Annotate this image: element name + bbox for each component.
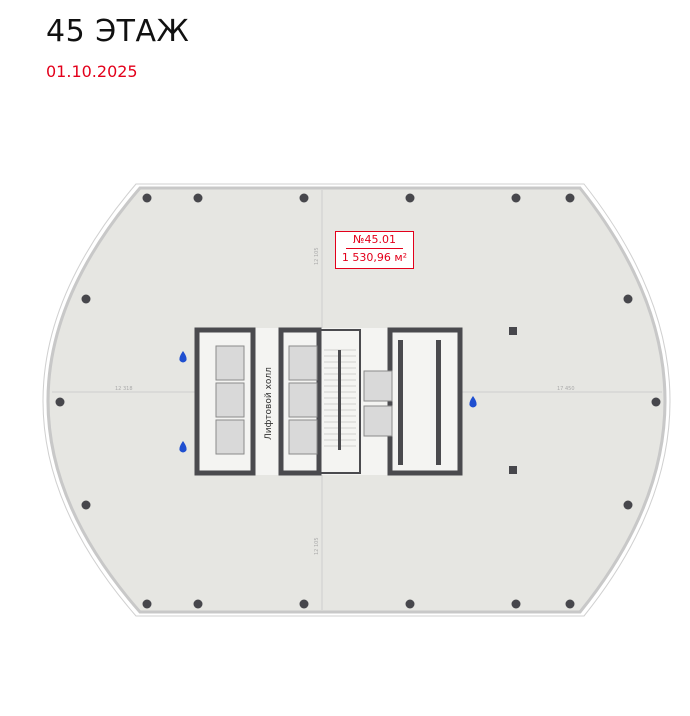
columns bbox=[55, 193, 661, 609]
building-core: Лифтовой холл bbox=[194, 327, 463, 476]
floor-title: 45 ЭТАЖ bbox=[46, 14, 190, 49]
dim-bottom: 12 105 bbox=[314, 538, 320, 556]
dim-right: 17 450 bbox=[557, 386, 575, 392]
plan-date: 01.10.2025 bbox=[46, 62, 138, 81]
unit-label[interactable]: №45.01 1 530,96 м² bbox=[335, 231, 414, 269]
unit-number: №45.01 bbox=[346, 232, 403, 249]
facade-outline bbox=[42, 183, 671, 617]
dim-left: 12 318 bbox=[115, 386, 133, 392]
unit-area: 1 530,96 м² bbox=[341, 251, 408, 264]
axis-lines bbox=[52, 190, 662, 610]
dim-top: 12 105 bbox=[314, 248, 320, 266]
lift-hall-label: Лифтовой холл bbox=[264, 367, 274, 440]
water-drop-icon bbox=[179, 351, 477, 453]
